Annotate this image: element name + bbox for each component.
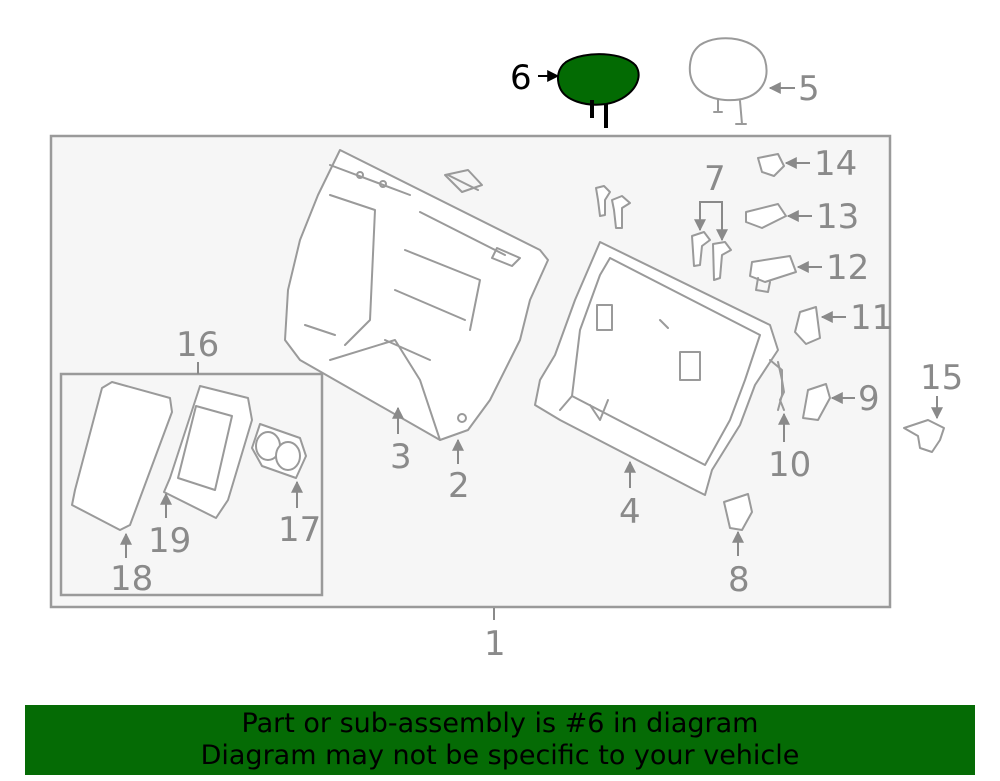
hook-part-7 bbox=[595, 185, 732, 281]
callout-13: 13 bbox=[816, 197, 859, 237]
callout-8: 8 bbox=[728, 560, 750, 600]
hook-part-15 bbox=[903, 419, 945, 453]
banner-line-1: Part or sub-assembly is #6 in diagram bbox=[241, 708, 759, 739]
bezel-part-12 bbox=[749, 255, 797, 293]
callout-14: 14 bbox=[814, 144, 857, 184]
callout-4: 4 bbox=[619, 492, 641, 532]
callout-18: 18 bbox=[110, 559, 153, 599]
bezel-part-13 bbox=[745, 203, 787, 229]
callout-17: 17 bbox=[278, 510, 321, 550]
callout-12: 12 bbox=[826, 248, 869, 288]
callout-7: 7 bbox=[704, 159, 726, 199]
headrest-part-6[interactable] bbox=[557, 53, 640, 128]
callout-2: 2 bbox=[448, 466, 470, 506]
leader-lines bbox=[120, 70, 943, 620]
bracket-part-11 bbox=[794, 306, 821, 345]
callout-16: 16 bbox=[176, 325, 219, 365]
clip-part-14 bbox=[757, 153, 785, 177]
cupholder-part-17 bbox=[251, 423, 307, 479]
callout-1: 1 bbox=[484, 624, 506, 664]
cable-part-10 bbox=[777, 361, 785, 411]
cover-part-8 bbox=[723, 493, 753, 531]
banner-line-2: Diagram may not be specific to your vehi… bbox=[200, 740, 800, 771]
info-banner: Part or sub-assembly is #6 in diagram Di… bbox=[25, 705, 975, 775]
armrest-frame-part-19 bbox=[163, 385, 253, 519]
armrest-part-18 bbox=[71, 381, 173, 531]
callout-3: 3 bbox=[390, 437, 412, 477]
callout-10: 10 bbox=[768, 445, 811, 485]
callout-9: 9 bbox=[858, 379, 880, 419]
callout-11: 11 bbox=[850, 298, 893, 338]
callout-5: 5 bbox=[798, 69, 820, 109]
callout-6: 6 bbox=[510, 58, 532, 98]
headrest-part-5 bbox=[688, 37, 768, 125]
callout-15: 15 bbox=[920, 358, 963, 398]
seatback-cushion-part-3 bbox=[284, 149, 549, 441]
bracket-part-9 bbox=[802, 383, 831, 421]
seatback-frame-part-4 bbox=[534, 241, 783, 496]
callout-19: 19 bbox=[148, 521, 191, 561]
